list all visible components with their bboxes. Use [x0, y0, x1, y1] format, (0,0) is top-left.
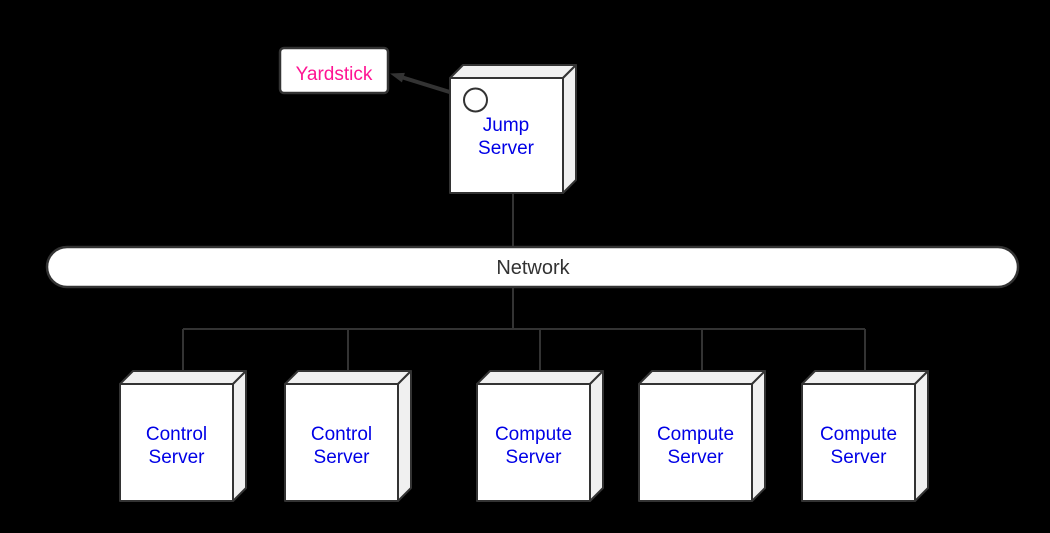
server-node-control-1: Control Server — [119, 370, 247, 502]
tree-connectors — [182, 287, 866, 372]
server-box-side — [232, 370, 247, 502]
server-box-top — [284, 370, 412, 385]
jump-server-box-side — [562, 64, 577, 194]
server-label-line1: Compute — [657, 424, 734, 445]
jump-server-label-line1: Jump — [483, 115, 529, 136]
server-box-front — [119, 383, 234, 502]
server-box-side — [914, 370, 929, 502]
server-box-side — [751, 370, 766, 502]
server-label-line1: Control — [146, 424, 207, 445]
server-box-top — [801, 370, 929, 385]
server-label-line2: Server — [831, 447, 888, 468]
server-node-compute-2: Compute Server — [638, 370, 766, 502]
server-box-side — [397, 370, 412, 502]
server-label-line2: Server — [149, 447, 206, 468]
yardstick-node: Yardstick — [278, 46, 390, 95]
arrowhead-icon — [390, 72, 405, 83]
server-label-line2: Server — [506, 447, 563, 468]
yardstick-box — [278, 46, 390, 95]
server-box-front — [476, 383, 591, 502]
network-label: Network — [496, 257, 570, 279]
server-box-side — [589, 370, 604, 502]
server-box-front — [284, 383, 399, 502]
jump-server-node: Jump Server — [449, 64, 577, 194]
server-node-control-2: Control Server — [284, 370, 412, 502]
server-label-line2: Server — [314, 447, 371, 468]
network-bar — [45, 245, 1020, 289]
jump-server-label-line2: Server — [478, 138, 535, 159]
server-label-line1: Control — [311, 424, 372, 445]
server-box-top — [638, 370, 766, 385]
server-node-compute-3: Compute Server — [801, 370, 929, 502]
server-box-front — [801, 383, 916, 502]
network-node: Network — [45, 245, 1020, 289]
jump-server-box-top — [449, 64, 577, 79]
yardstick-label: Yardstick — [296, 64, 373, 85]
server-label-line1: Compute — [495, 424, 572, 445]
server-label-line1: Compute — [820, 424, 897, 445]
server-label-line2: Server — [668, 447, 725, 468]
port-circle-icon — [463, 87, 488, 113]
server-box-top — [476, 370, 604, 385]
server-node-compute-1: Compute Server — [476, 370, 604, 502]
server-box-top — [119, 370, 247, 385]
server-box-front — [638, 383, 753, 502]
